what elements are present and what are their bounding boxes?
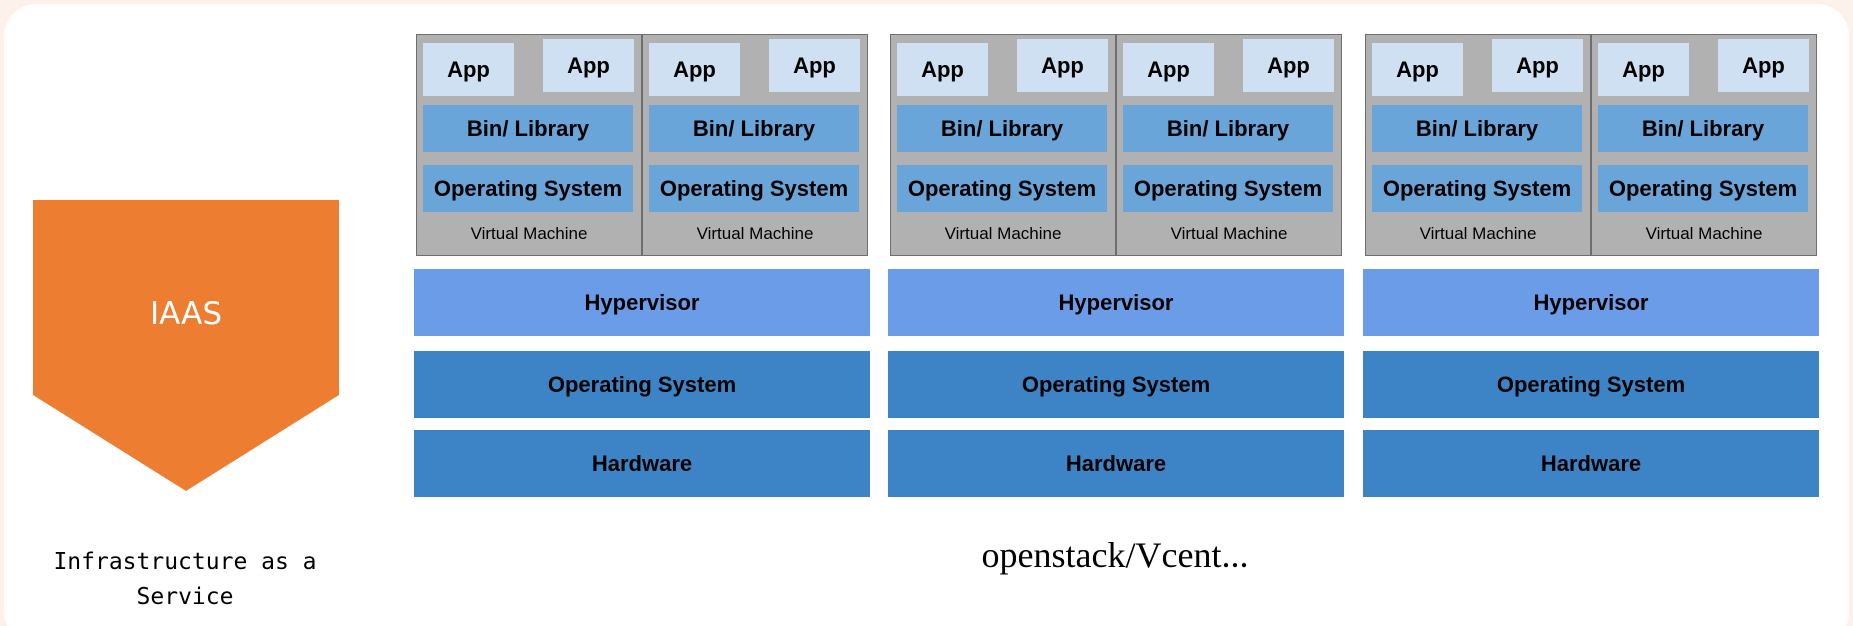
- server-stack-1: App App Bin/ Library Operating System Vi…: [414, 0, 870, 500]
- virtual-machine-box: App App Bin/ Library Operating System Vi…: [1591, 34, 1817, 256]
- virtual-machine-label: Virtual Machine: [696, 224, 814, 243]
- app-box: App: [1598, 43, 1689, 96]
- guest-os-bar: Operating System: [1372, 165, 1582, 212]
- hardware-layer: Hardware: [414, 430, 870, 497]
- host-os-layer: Operating System: [1363, 351, 1819, 418]
- virtual-machine-box: App App Bin/ Library Operating System Vi…: [416, 34, 642, 256]
- virtual-machine-box: App App Bin/ Library Operating System Vi…: [1116, 34, 1342, 256]
- app-box: App: [769, 39, 860, 92]
- iaas-title: IAAS: [149, 296, 223, 332]
- bin-library-bar: Bin/ Library: [897, 105, 1107, 152]
- virtual-machine-label: Virtual Machine: [944, 224, 1062, 243]
- app-box: App: [1123, 43, 1214, 96]
- virtual-machine-label: Virtual Machine: [470, 224, 588, 243]
- guest-os-bar: Operating System: [649, 165, 859, 212]
- app-box: App: [649, 43, 740, 96]
- virtual-machine-label: Virtual Machine: [1170, 224, 1288, 243]
- hardware-layer: Hardware: [888, 430, 1344, 497]
- server-stack-3: App App Bin/ Library Operating System Vi…: [1363, 0, 1819, 500]
- bin-library-bar: Bin/ Library: [1123, 105, 1333, 152]
- bin-library-bar: Bin/ Library: [423, 105, 633, 152]
- virtual-machine-box: App App Bin/ Library Operating System Vi…: [1365, 34, 1591, 256]
- virtual-machine-box: App App Bin/ Library Operating System Vi…: [890, 34, 1116, 256]
- hypervisor-layer: Hypervisor: [1363, 269, 1819, 336]
- virtual-machine-label: Virtual Machine: [1419, 224, 1537, 243]
- server-stack-2: App App Bin/ Library Operating System Vi…: [888, 0, 1344, 500]
- guest-os-bar: Operating System: [1598, 165, 1808, 212]
- iaas-caption: Infrastructure as a Service: [53, 549, 317, 610]
- guest-os-bar: Operating System: [423, 165, 633, 212]
- bin-library-bar: Bin/ Library: [649, 105, 859, 152]
- app-box: App: [423, 43, 514, 96]
- app-box: App: [1718, 39, 1809, 92]
- bin-library-bar: Bin/ Library: [1372, 105, 1582, 152]
- virtual-machine-label: Virtual Machine: [1645, 224, 1763, 243]
- app-box: App: [1243, 39, 1334, 92]
- bin-library-bar: Bin/ Library: [1598, 105, 1808, 152]
- host-os-layer: Operating System: [888, 351, 1344, 418]
- host-os-layer: Operating System: [414, 351, 870, 418]
- guest-os-bar: Operating System: [1123, 165, 1333, 212]
- app-box: App: [543, 39, 634, 92]
- hypervisor-layer: Hypervisor: [414, 269, 870, 336]
- app-box: App: [1492, 39, 1583, 92]
- app-box: App: [897, 43, 988, 96]
- virtual-machine-box: App App Bin/ Library Operating System Vi…: [642, 34, 868, 256]
- app-box: App: [1372, 43, 1463, 96]
- hardware-layer: Hardware: [1363, 430, 1819, 497]
- platform-caption: openstack/Vcent...: [981, 535, 1249, 575]
- app-box: App: [1017, 39, 1108, 92]
- hypervisor-layer: Hypervisor: [888, 269, 1344, 336]
- guest-os-bar: Operating System: [897, 165, 1107, 212]
